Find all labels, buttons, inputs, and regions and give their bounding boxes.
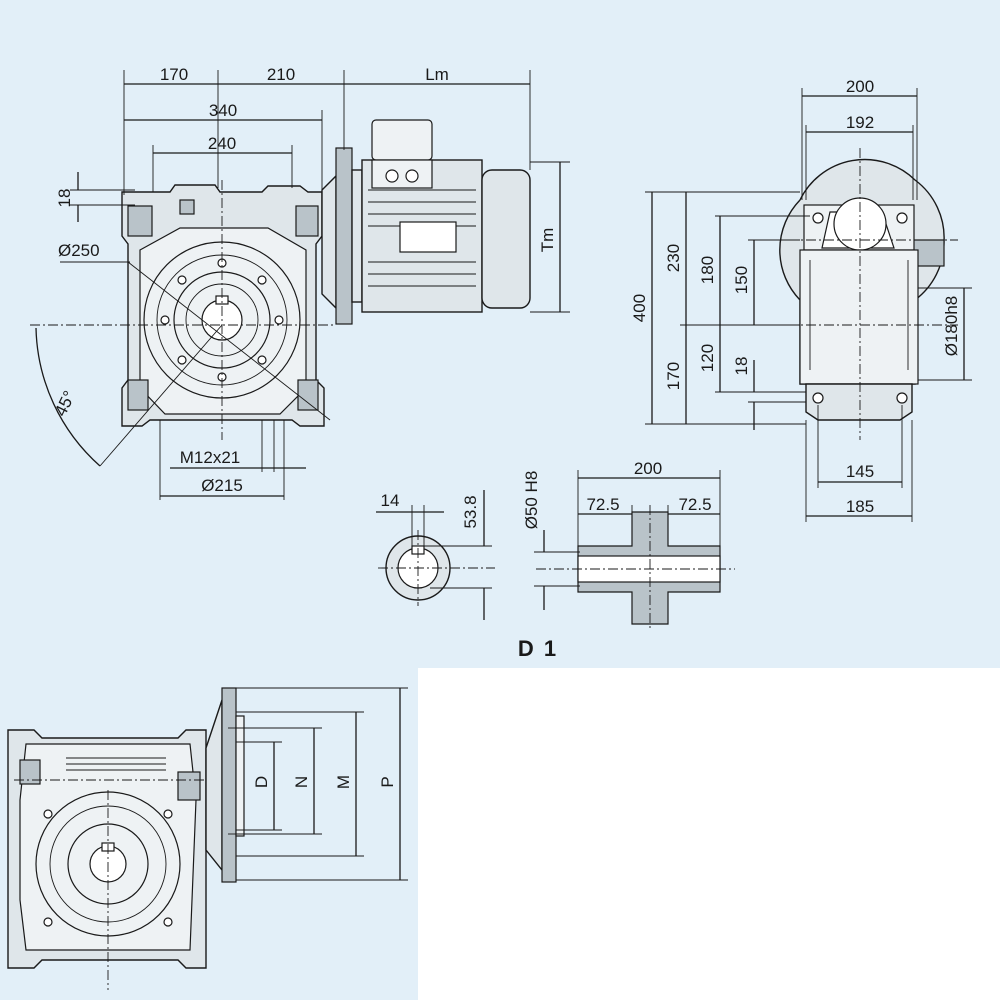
blank-area — [418, 668, 1000, 1000]
side-dim-18: 18 — [732, 357, 751, 376]
side-dim-200: 200 — [846, 77, 874, 96]
shaft-detail: 14 53.8 Ø50 H8 200 72.5 72.5 — [376, 459, 735, 630]
flange-dim-m: M — [334, 775, 353, 789]
motor — [321, 119, 531, 325]
gearbox-housing — [30, 180, 335, 440]
flange-view: D N M P — [7, 687, 408, 990]
side-dim-145: 145 — [846, 462, 874, 481]
side-dim-150: 150 — [732, 266, 751, 294]
dim-340: 340 — [209, 101, 237, 120]
bore-50h8: Ø50 H8 — [522, 471, 541, 530]
dim-lm: Lm — [425, 65, 449, 84]
tm-dimension: Tm — [530, 161, 570, 313]
thread-m12x21: M12x21 — [180, 448, 240, 467]
dim-210: 210 — [267, 65, 295, 84]
shaft-right-72-5: 72.5 — [678, 495, 711, 514]
dim-170: 170 — [160, 65, 188, 84]
shaft-left-72-5: 72.5 — [586, 495, 619, 514]
front-bottom-dimensions: M12x21 Ø215 — [159, 420, 306, 500]
flange-dim-p: P — [378, 776, 397, 787]
side-dim-170: 170 — [664, 362, 683, 390]
dia-215: Ø215 — [201, 476, 243, 495]
keyway-14: 14 — [381, 491, 400, 510]
dim-tm: Tm — [538, 228, 557, 253]
side-dim-120: 120 — [698, 344, 717, 372]
dim-240: 240 — [208, 134, 236, 153]
flange-dim-n: N — [292, 776, 311, 788]
side-dim-185: 185 — [846, 497, 874, 516]
flange-dim-d: D — [252, 776, 271, 788]
side-dim-400: 400 — [630, 294, 649, 322]
side-dim-230: 230 — [664, 244, 683, 272]
side-dim-192: 192 — [846, 113, 874, 132]
side-dia-180h8: Ø180h8 — [942, 296, 961, 357]
front-top-dimensions: 170 210 Lm 340 240 — [123, 65, 531, 195]
side-dim-180: 180 — [698, 256, 717, 284]
section-label-d1: D 1 — [518, 636, 558, 661]
keyway-53-8: 53.8 — [461, 495, 480, 528]
dim-18-front: 18 — [55, 189, 74, 208]
side-view: 200 192 400 230 170 180 120 150 18 Ø180h… — [630, 77, 972, 522]
dia-250: Ø250 — [58, 241, 100, 260]
shaft-length-200: 200 — [634, 459, 662, 478]
